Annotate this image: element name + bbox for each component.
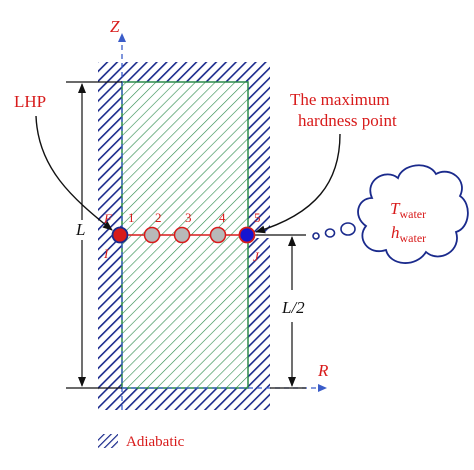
lhp-pointer-arrow — [35, 115, 113, 231]
half-height-dimension — [248, 234, 306, 389]
adiabatic-right-upper — [248, 62, 270, 232]
cloud-line1-sub: water — [399, 207, 426, 221]
adiabatic-top — [98, 62, 270, 82]
legend-label: Adiabatic — [126, 434, 185, 450]
point-label-4: 4 — [219, 210, 226, 225]
cloud-line2-main: h — [391, 223, 400, 242]
max-hardness-label-line2: hardness point — [298, 111, 397, 130]
z-axis-label: Z — [110, 17, 120, 36]
cloud-line1: Twater — [390, 199, 426, 221]
point-1-lhp — [111, 226, 129, 244]
max-hardness-label-line1: The maximum — [290, 90, 390, 109]
point-3 — [173, 226, 191, 244]
adiabatic-right-lower — [248, 238, 270, 410]
half-height-label: L/2 — [281, 298, 305, 317]
cloud-line2: hwater — [391, 223, 426, 245]
point-label-3: 3 — [185, 210, 192, 225]
edge-label-f: F — [103, 211, 113, 226]
point-5-max-hardness — [238, 226, 256, 244]
r-axis-label: R — [317, 361, 329, 380]
full-height-dimension — [66, 81, 122, 389]
legend-swatch — [98, 434, 118, 448]
point-label-1: 1 — [128, 210, 135, 225]
point-2 — [143, 226, 161, 244]
point-4 — [209, 226, 227, 244]
thought-bubbles — [312, 222, 356, 240]
point-label-2: 2 — [155, 210, 162, 225]
edge-label-j: J — [253, 249, 260, 264]
cloud-line1-main: T — [390, 199, 401, 218]
max-hardness-pointer-arrow — [255, 133, 341, 234]
cloud-line2-sub: water — [400, 231, 427, 245]
full-height-label: L — [75, 220, 85, 239]
edge-label-i: I — [103, 246, 109, 261]
lhp-label: LHP — [14, 92, 46, 111]
adiabatic-bottom — [98, 388, 270, 410]
adiabatic-frame — [98, 62, 270, 410]
point-label-5: 5 — [254, 210, 261, 225]
water-cloud — [357, 164, 469, 264]
